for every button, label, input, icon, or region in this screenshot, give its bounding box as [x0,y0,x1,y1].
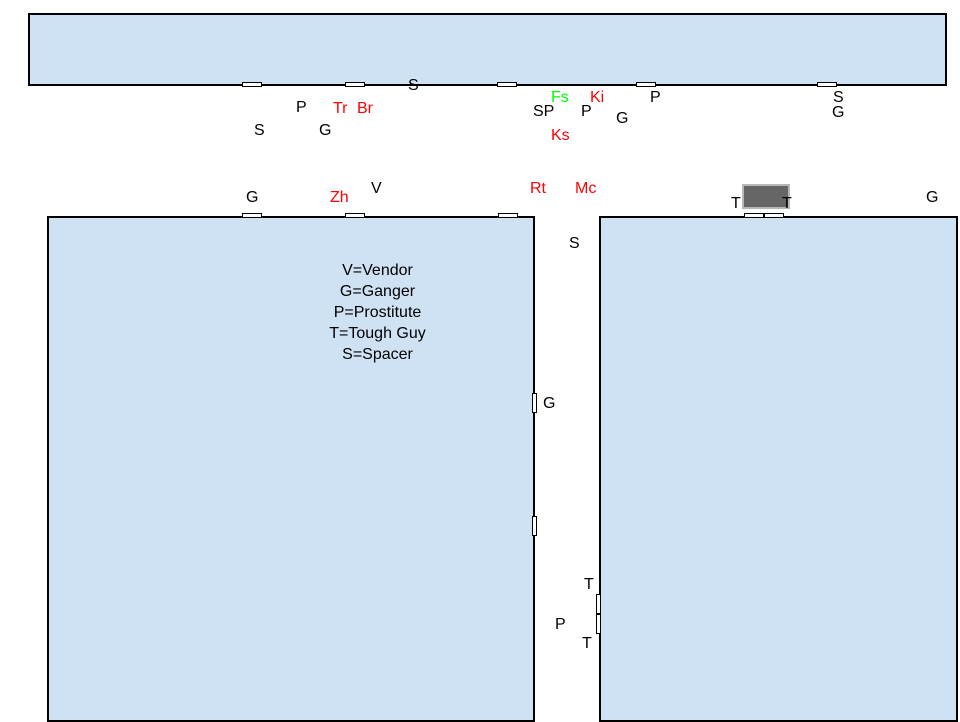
named-character-marker: Fs [551,89,569,106]
door [596,614,601,634]
ganger-marker: G [616,110,629,127]
tough-guy-marker: T [731,195,741,212]
spacer-prostitute-marker: SP [533,103,555,120]
door [345,213,365,218]
door [764,213,784,218]
tough-guy-marker: T [782,195,792,212]
named-character-marker: Ki [590,89,605,106]
named-character-marker: Mc [575,180,597,197]
spacer-marker: S [254,122,265,139]
tough-guy-marker: T [584,576,594,593]
door [498,213,518,218]
left-building [47,216,535,722]
door [744,213,764,218]
legend-item-prostitute: P=Prostitute [333,304,422,321]
prostitute-marker: P [650,89,661,106]
legend-item-tough-guy: T=Tough Guy [329,325,426,342]
named-character-marker: Rt [530,180,546,197]
door [596,594,601,614]
prostitute-marker: P [296,99,307,116]
top-building [28,13,947,86]
legend-item-spacer: S=Spacer [342,346,413,363]
door [817,82,837,87]
prostitute-marker: P [581,103,592,120]
vendor-marker: V [371,180,382,197]
ganger-marker: G [832,104,845,121]
named-character-marker: Br [357,100,373,117]
legend: V=Vendor G=Ganger P=Prostitute T=Tough G… [290,260,465,365]
ganger-marker: G [926,189,939,206]
door [242,213,262,218]
named-character-marker: Tr [333,100,348,117]
vehicle [742,184,790,209]
ganger-marker: G [319,122,332,139]
right-building [599,216,958,722]
spacer-marker: S [569,235,580,252]
spacer-marker: S [408,77,419,94]
prostitute-marker: P [555,616,566,633]
spacer-marker: S [833,89,844,106]
ganger-marker: G [246,189,259,206]
door [242,82,262,87]
legend-item-ganger: G=Ganger [339,283,416,300]
door [497,82,517,87]
door [345,82,365,87]
named-character-marker: Ks [551,127,570,144]
door [636,82,656,87]
door [532,393,537,413]
named-character-marker: Zh [330,189,349,206]
tough-guy-marker: T [582,635,592,652]
ganger-marker: G [543,395,556,412]
legend-item-vendor: V=Vendor [342,262,413,279]
door [532,516,537,536]
